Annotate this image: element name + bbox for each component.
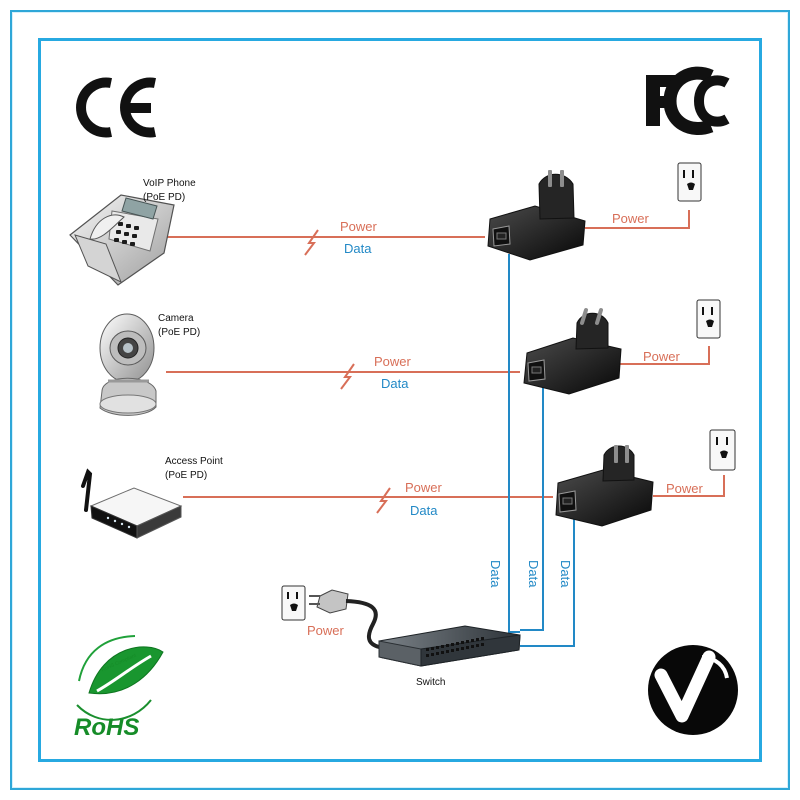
access-point-image: [81, 468, 183, 539]
vertical-data-label-two: Data: [526, 560, 541, 588]
fcc-logo: [646, 66, 730, 135]
poe-injector-middle: [523, 308, 622, 395]
camera-label-line-two: (PoE PD): [158, 327, 201, 338]
camera-wall-power-cable: [619, 346, 710, 365]
camera-data-label: Data: [381, 376, 409, 391]
camera-label-line-one: Camera: [158, 313, 194, 324]
ce-logo: [76, 77, 156, 138]
switch-power-cord: [309, 589, 380, 649]
outer-frame: [10, 10, 790, 790]
network-switch-image: [378, 625, 521, 667]
data-cable-three: [520, 517, 575, 647]
voip-data-label: Data: [344, 241, 372, 256]
rohs-logo-text: RoHS: [74, 714, 140, 741]
voip-phone-image: [69, 194, 175, 286]
voip-power-label: Power: [340, 219, 377, 234]
voip-phone-label-line-one: VoIP Phone: [143, 178, 196, 189]
compliance-check-logo: [648, 645, 738, 735]
rohs-logo: [76, 635, 164, 721]
access-point-data-label: Data: [410, 503, 438, 518]
access-point-power-label: Power: [405, 480, 442, 495]
outlet-switch-power: [281, 585, 306, 621]
outlet-bottom-right: [709, 429, 736, 471]
switch-label: Switch: [416, 677, 446, 688]
outlet-middle-right: [696, 299, 721, 339]
inner-frame: [38, 38, 762, 762]
access-point-label-line-two: (PoE PD): [165, 470, 208, 481]
poe-injector-bottom: [555, 445, 654, 527]
poe-injector-top: [487, 170, 586, 261]
data-cable-two: [520, 385, 544, 631]
access-point-wall-power-cable: [653, 475, 725, 497]
outlet-top-right: [677, 162, 702, 202]
voip-break-mark: [304, 229, 319, 256]
middle-wall-power-label: Power: [643, 349, 680, 364]
power-data-cables: [166, 210, 725, 647]
switch-power-label: Power: [307, 623, 344, 638]
vertical-data-label-three: Data: [558, 560, 573, 588]
vertical-data-label-one: Data: [488, 560, 503, 588]
voip-wall-power-cable: [585, 210, 690, 229]
access-point-break-mark: [376, 487, 391, 514]
top-wall-power-label: Power: [612, 211, 649, 226]
voip-phone-label-line-two: (PoE PD): [143, 192, 186, 203]
camera-power-label: Power: [374, 354, 411, 369]
bottom-wall-power-label: Power: [666, 481, 703, 496]
access-point-label-line-one: Access Point: [165, 456, 223, 467]
camera-image: [99, 313, 157, 416]
camera-break-mark: [340, 363, 355, 390]
data-cable-one: [508, 254, 520, 633]
